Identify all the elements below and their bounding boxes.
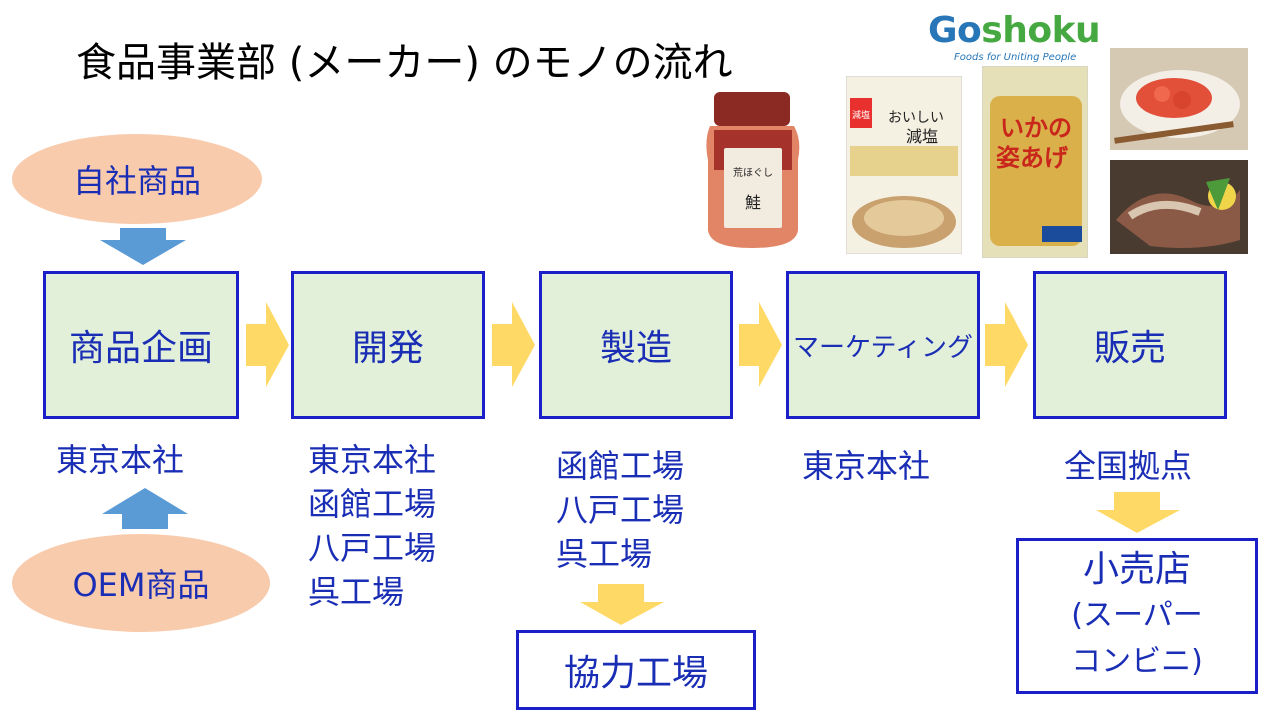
page-title: 食品事業部 (メーカー) のモノの流れ — [76, 40, 733, 86]
dried-squid-package-image: 減塩 おいしい 減塩 — [846, 76, 962, 254]
location-item: 函館工場 — [556, 447, 685, 485]
flow-arrow-4 — [985, 302, 1028, 387]
salmon-jar-image: 荒ほぐし 鮭 — [706, 92, 800, 248]
svg-text:姿あげ: 姿あげ — [996, 144, 1069, 172]
location-item: 全国拠点 — [1064, 447, 1193, 485]
logo-brand-a: Go — [928, 10, 982, 51]
seafood-dish-photo-1 — [1110, 48, 1248, 150]
flow-arrow-3 — [739, 302, 782, 387]
location-item: 八戸工場 — [556, 491, 685, 529]
step-development: 開発 — [291, 271, 485, 419]
oem-products-oval: OEM商品 — [12, 534, 270, 632]
svg-text:減塩: 減塩 — [852, 109, 870, 121]
flow-arrow-2 — [492, 302, 535, 387]
location-item: 函館工場 — [308, 485, 437, 523]
location-item: 呉工場 — [556, 535, 653, 573]
blue-up-arrow — [102, 488, 188, 529]
step-product-planning: 商品企画 — [43, 271, 239, 419]
step-marketing: マーケティング — [786, 271, 980, 419]
locations-marketing: 東京本社 — [802, 444, 930, 488]
retail-store-box: 小売店 (スーパー コンビニ) — [1016, 538, 1258, 694]
logo-tagline: Foods for Uniting People — [954, 52, 1077, 63]
locations-manufacturing: 函館工場 八戸工場 呉工場 — [556, 444, 684, 576]
retail-subtitle-2: コンビニ) — [1071, 644, 1203, 679]
location-item: 八戸工場 — [308, 529, 437, 567]
svg-text:いかの: いかの — [1000, 114, 1072, 142]
step-manufacturing: 製造 — [539, 271, 733, 419]
location-item: 東京本社 — [56, 441, 185, 479]
locations-development: 東京本社 函館工場 八戸工場 呉工場 — [308, 438, 436, 614]
blue-down-arrow — [100, 228, 186, 265]
svg-text:荒ほぐし: 荒ほぐし — [733, 167, 773, 179]
logo-brand-b: shoku — [981, 10, 1101, 51]
locations-sales: 全国拠点 — [1064, 444, 1192, 488]
location-item: 東京本社 — [802, 447, 931, 485]
retail-title: 小売店 — [1082, 549, 1191, 590]
svg-text:減塩: 減塩 — [906, 127, 938, 146]
svg-text:鮭: 鮭 — [745, 193, 761, 212]
partner-factory-box: 協力工場 — [516, 630, 756, 710]
in-house-products-oval: 自社商品 — [12, 134, 262, 224]
step-sales: 販売 — [1033, 271, 1227, 419]
locations-planning: 東京本社 — [56, 438, 184, 482]
goshoku-logo: Goshoku Foods for Uniting People — [928, 10, 1108, 66]
retail-subtitle-1: (スーパー — [1071, 598, 1203, 633]
down-arrow-partner — [580, 584, 664, 625]
down-arrow-retail — [1096, 492, 1180, 533]
svg-text:おいしい: おいしい — [888, 110, 944, 126]
location-item: 東京本社 — [308, 441, 437, 479]
partner-factory-label: 協力工場 — [563, 653, 708, 694]
squid-fry-package-image: いかの 姿あげ — [982, 66, 1088, 258]
location-item: 呉工場 — [308, 573, 405, 611]
seafood-dish-photo-2 — [1110, 160, 1248, 254]
flow-arrow-1 — [246, 302, 289, 387]
